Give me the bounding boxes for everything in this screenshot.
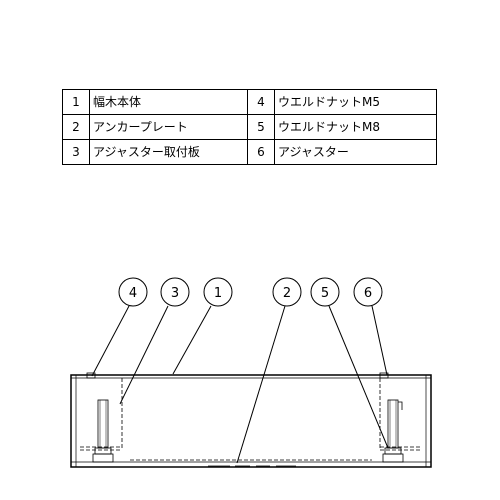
part-name: アンカープレート [89,114,248,140]
part-number: 6 [247,139,275,165]
weld-nut-m5 [86,372,96,379]
callout-number: 2 [283,286,291,301]
callout-balloon [160,277,190,307]
baseboard-body [70,374,432,468]
weld-nut-m5 [379,372,389,379]
parts-row: 2 アンカープレート 5 ウエルドナットM8 [62,114,437,140]
adjuster-bolt [97,399,109,449]
callout-balloon [203,277,233,307]
part-name: ウエルドナットM5 [274,89,437,115]
parts-row: 3 アジャスター取付板 6 アジャスター [62,139,437,165]
callout-balloon [310,277,340,307]
callout-number: 6 [364,286,372,301]
part-name: ウエルドナットM8 [274,114,437,140]
callout-balloon [272,277,302,307]
parts-table: 1 幅木本体 4 ウエルドナットM5 2 アンカープレート 5 ウエルドナットM… [62,89,437,165]
leader-line [236,305,286,464]
part-number: 1 [62,89,90,115]
callout-number: 5 [321,286,329,301]
parts-row: 1 幅木本体 4 ウエルドナットM5 [62,89,437,115]
callout-number: 4 [129,286,137,301]
leader-line [119,305,169,405]
callout-number: 1 [214,286,222,301]
callout-number: 3 [171,286,179,301]
leader-line [172,305,212,375]
leader-line [328,305,389,449]
callout-balloon [118,277,148,307]
part-number: 3 [62,139,90,165]
adjuster-bolt [387,399,399,449]
part-name: アジャスター [274,139,437,165]
callout-balloon [353,277,383,307]
leader-line [371,305,388,376]
part-name: アジャスター取付板 [89,139,248,165]
leader-line [91,305,130,377]
